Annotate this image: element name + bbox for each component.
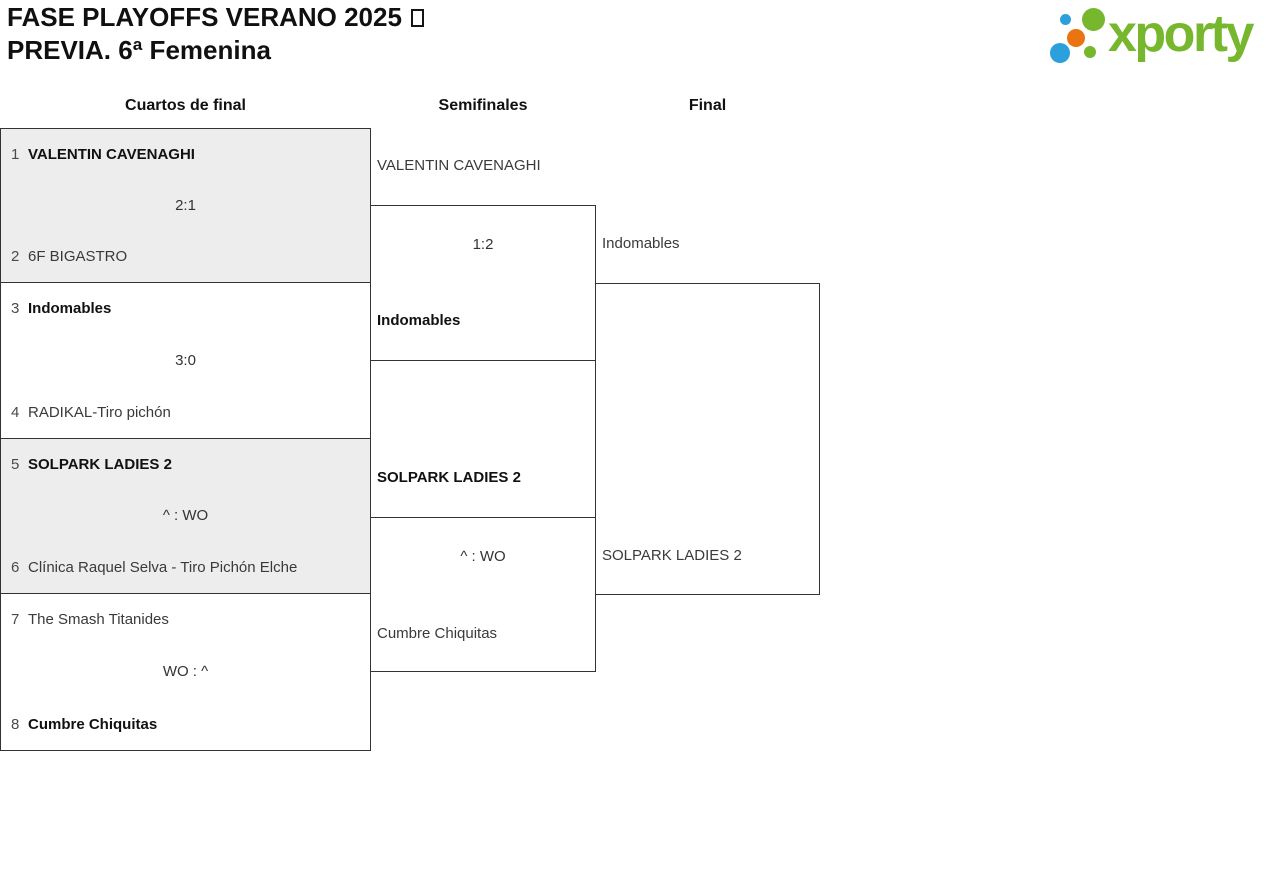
seed-number: 7	[11, 611, 20, 628]
match-team-row: 5 SOLPARK LADIES 2	[11, 457, 364, 473]
match-box-sf1[interactable]	[370, 205, 596, 361]
seed-number: 1	[11, 146, 20, 163]
team-name: Clínica Raquel Selva - Tiro Pichón Elche	[28, 559, 298, 576]
match-team-row: 6 Clínica Raquel Selva - Tiro Pichón Elch…	[11, 560, 364, 576]
team-name: VALENTIN CAVENAGHI	[28, 146, 195, 163]
match-score: ^ : WO	[460, 548, 506, 565]
team-name: 6F BIGASTRO	[28, 248, 128, 265]
logo-dot-green-small-icon	[1084, 46, 1096, 58]
round-header-cuartos: Cuartos de final	[125, 97, 246, 114]
match-team-row: 7 The Smash Titanides	[11, 612, 364, 628]
team-name: SOLPARK LADIES 2	[602, 547, 742, 564]
logo-wordmark: xporty	[1108, 5, 1254, 63]
seed-number: 8	[11, 716, 20, 733]
match-team-row: 3 Indomables	[11, 301, 364, 317]
logo-dot-green-large-icon	[1082, 8, 1105, 31]
match-team-row: 4 RADIKAL-Tiro pichón	[11, 405, 364, 421]
round-header-semifinales: Semifinales	[438, 97, 528, 114]
match-box-qf1[interactable]: 1 VALENTIN CAVENAGHI 2:1 2 6F BIGASTRO	[0, 128, 371, 283]
match-score: 3:0	[175, 351, 196, 369]
match-box-qf2[interactable]: 3 Indomables 3:0 4 RADIKAL-Tiro pichón	[0, 282, 371, 439]
team-name: Cumbre Chiquitas	[28, 716, 158, 733]
logo-dot-blue-large-icon	[1050, 43, 1070, 63]
team-name: SOLPARK LADIES 2	[28, 456, 172, 473]
seed-number: 4	[11, 404, 20, 421]
logo-dot-blue-small-icon	[1060, 14, 1071, 25]
page-title: FASE PLAYOFFS VERANO 2025 PREVIA. 6ª Fem…	[7, 1, 424, 67]
match-team-row: 2 6F BIGASTRO	[11, 249, 364, 265]
match-score: 2:1	[175, 196, 196, 214]
seed-number: 5	[11, 456, 20, 473]
team-name: SOLPARK LADIES 2	[377, 469, 521, 486]
xporty-logo[interactable]: xporty	[1046, 4, 1278, 72]
tournament-name: FASE PLAYOFFS VERANO 2025	[7, 2, 402, 32]
logo-dot-orange-icon	[1067, 29, 1085, 47]
match-box-final[interactable]	[595, 283, 820, 595]
match-score: ^ : WO	[162, 507, 209, 524]
team-name: Cumbre Chiquitas	[377, 625, 498, 642]
page-title-line1: FASE PLAYOFFS VERANO 2025	[7, 1, 424, 34]
team-name: The Smash Titanides	[28, 611, 169, 628]
team-name: VALENTIN CAVENAGHI	[377, 157, 541, 174]
seed-number: 6	[11, 559, 20, 576]
match-box-qf4[interactable]: 7 The Smash Titanides WO : ^ 8 Cumbre Chiq…	[0, 593, 371, 751]
match-box-sf2[interactable]	[370, 517, 596, 672]
team-name: RADIKAL-Tiro pichón	[28, 404, 171, 421]
page-subtitle: PREVIA. 6ª Femenina	[7, 35, 271, 65]
match-team-row: 1 VALENTIN CAVENAGHI	[11, 147, 364, 163]
team-name: Indomables	[377, 312, 461, 329]
seed-number: 2	[11, 248, 20, 265]
team-name: Indomables	[28, 300, 112, 317]
round-header-final: Final	[688, 97, 727, 114]
missing-glyph-box	[410, 9, 424, 27]
match-team-row: 8 Cumbre Chiquitas	[11, 717, 364, 733]
match-score: 1:2	[472, 236, 494, 253]
match-box-qf3[interactable]: 5 SOLPARK LADIES 2 ^ : WO 6 Clínica Raquel…	[0, 438, 371, 594]
team-name: Indomables	[602, 235, 680, 252]
match-score: WO : ^	[162, 663, 209, 680]
seed-number: 3	[11, 300, 20, 317]
